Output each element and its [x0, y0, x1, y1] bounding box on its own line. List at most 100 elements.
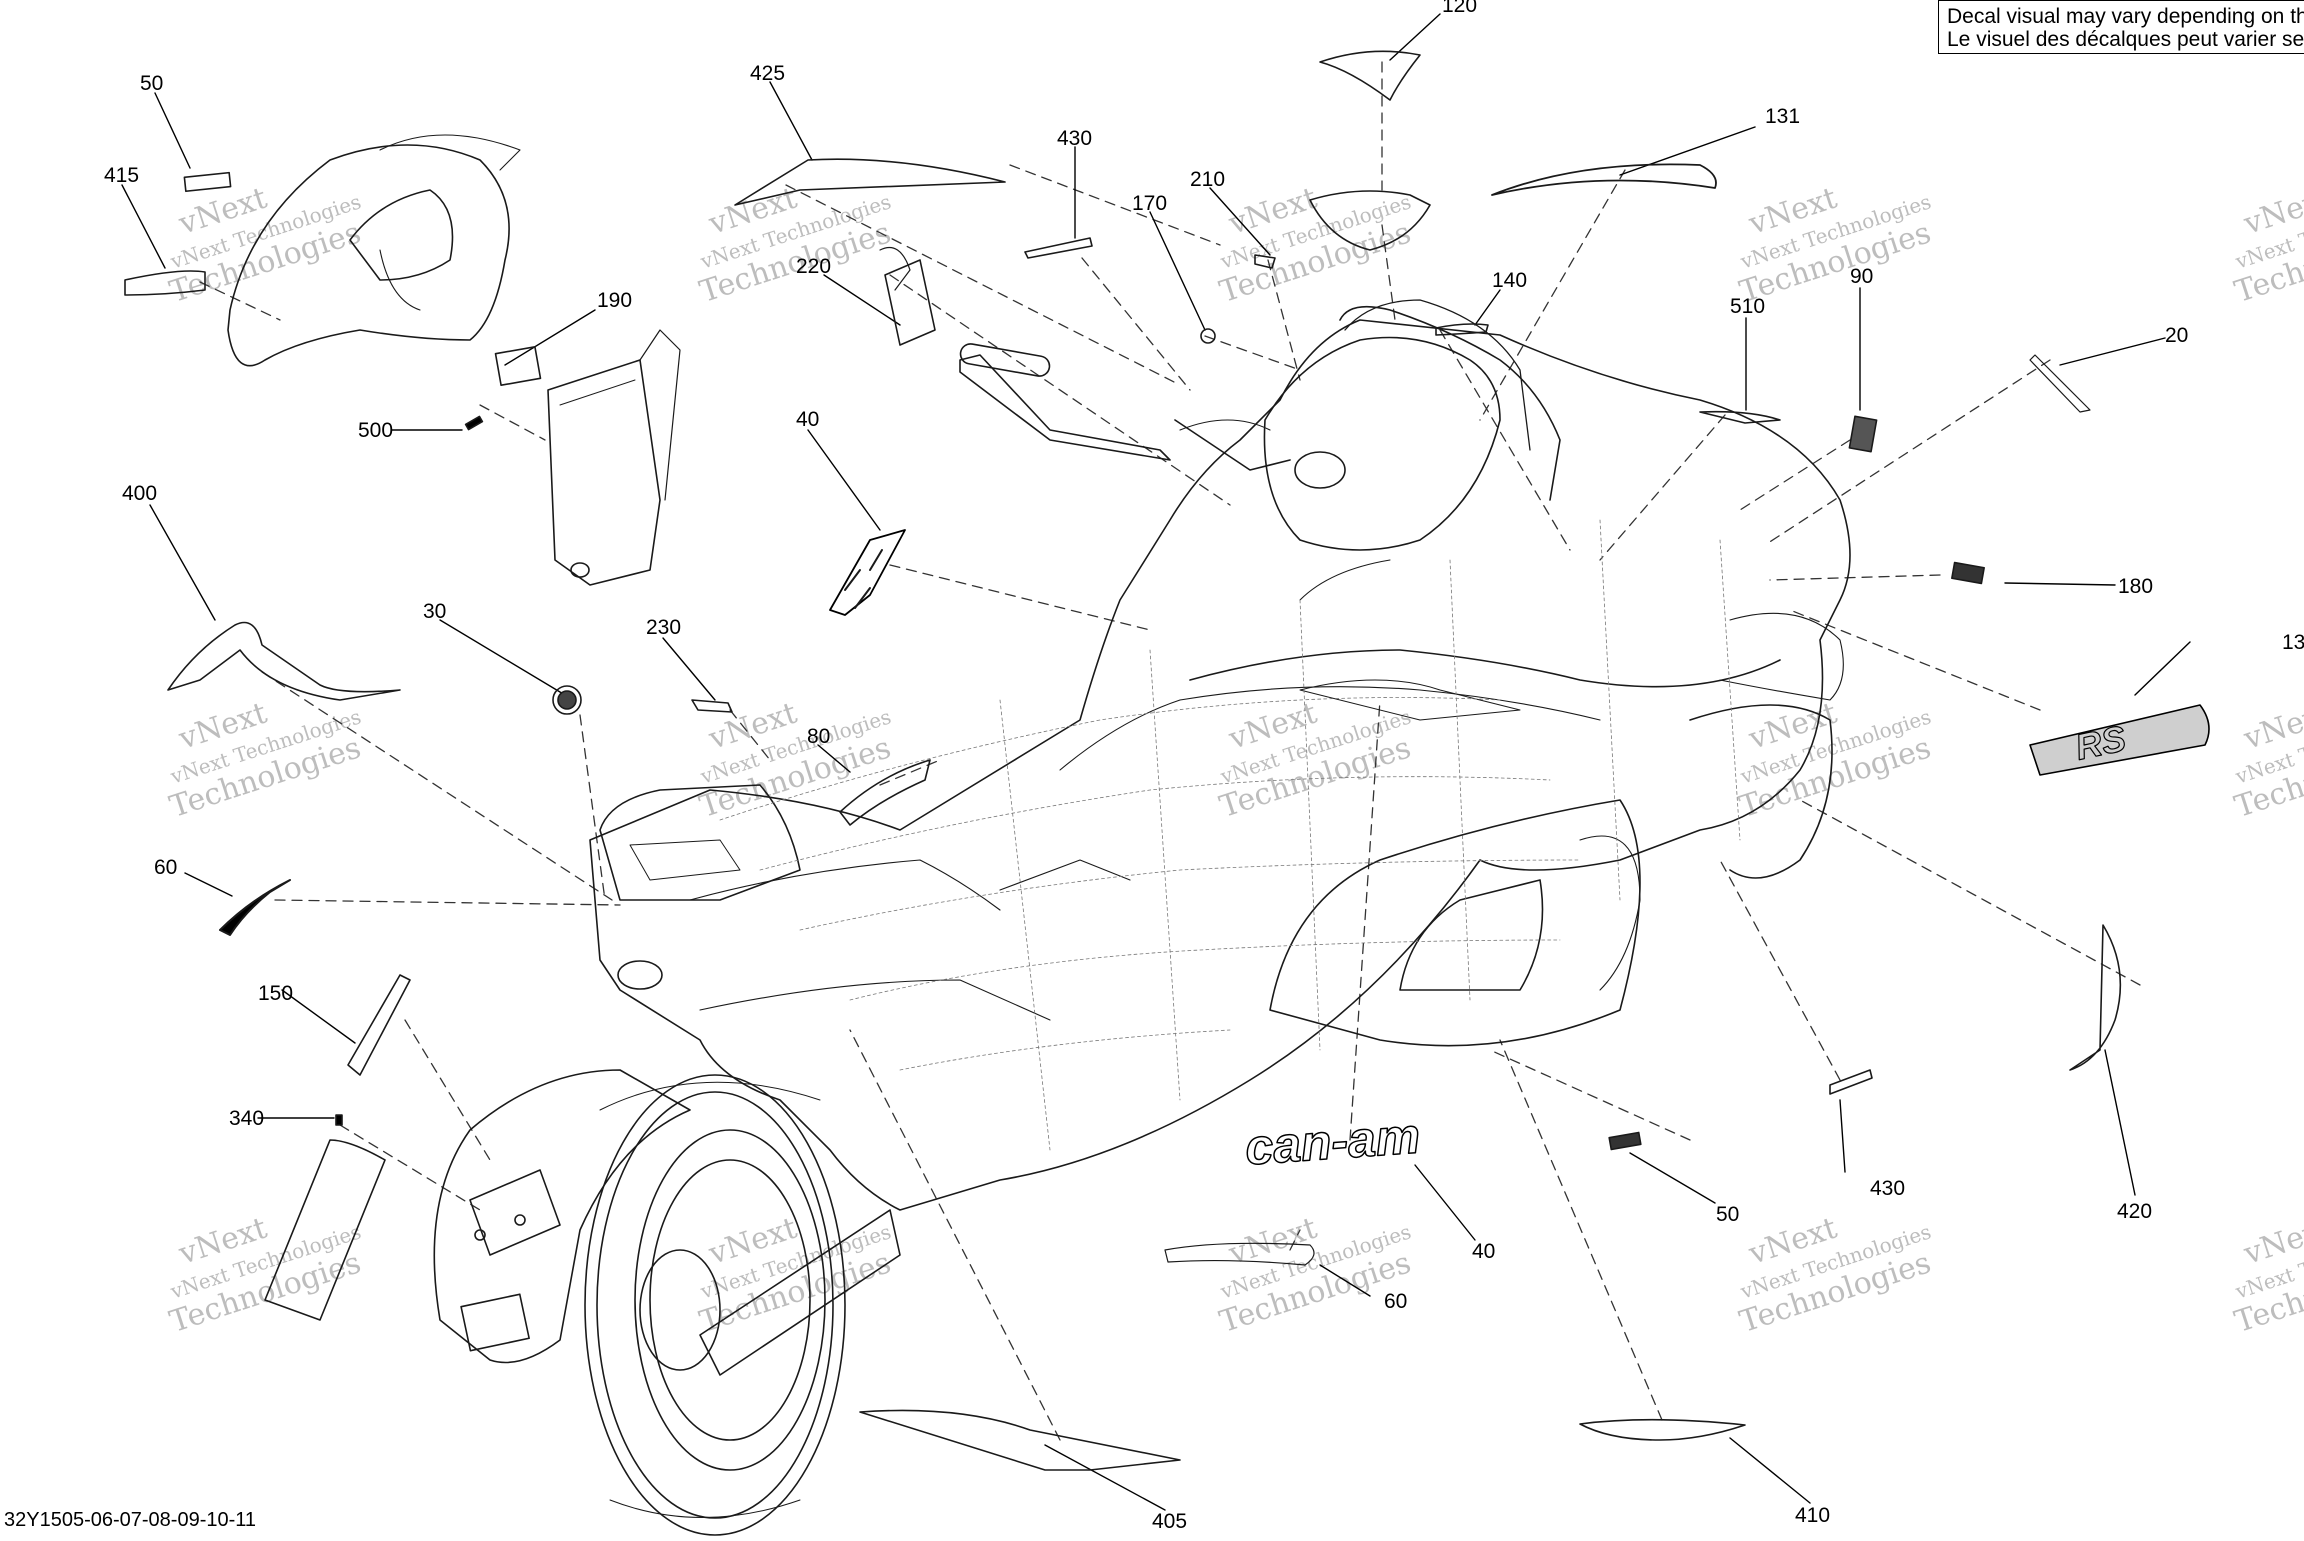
- callout-131: 131: [1765, 105, 1800, 128]
- decal-180: [1951, 561, 1985, 585]
- decal-40-can-am-logo: can-am: [1243, 1107, 1423, 1177]
- decal-80: [839, 759, 931, 826]
- callout-170: 170: [1132, 192, 1167, 215]
- callout-leader-lines: [121, 13, 2191, 1511]
- decal-230: [691, 699, 733, 713]
- left-fairing-part: [227, 134, 521, 367]
- drawing-code: 32Y1505-06-07-08-09-10-11: [4, 1509, 257, 1531]
- callout-20: 20: [2165, 324, 2188, 347]
- callout-40-top: 40: [796, 408, 819, 431]
- callout-420: 420: [2117, 1200, 2152, 1223]
- decal-130-badge: RS: [2029, 704, 2210, 776]
- callout-340: 340: [229, 1107, 264, 1130]
- decal-405: [859, 1409, 1181, 1471]
- tag-220: [879, 246, 936, 346]
- decal-410: [1579, 1418, 1746, 1441]
- part-170: [1200, 328, 1216, 344]
- dashed-assembly-lines: [199, 61, 2141, 1441]
- vehicle-assembly: [433, 299, 1851, 1536]
- callout-405: 405: [1152, 1510, 1187, 1533]
- watermark-top-mid: vNext vNext Technologies Technologies: [1215, 181, 1415, 310]
- callout-425: 425: [750, 62, 785, 85]
- handlebar: [959, 343, 1291, 471]
- watermark-mid-far-right: vNext vNext Technologies Technologies: [2230, 696, 2304, 825]
- decal-variation-notice: Decal visual may vary depending on the L…: [1938, 0, 2304, 54]
- callout-430-top: 430: [1057, 127, 1092, 150]
- callout-210: 210: [1190, 168, 1225, 191]
- decal-120: [1319, 50, 1421, 101]
- decal-340: [335, 1114, 343, 1126]
- watermark-top-center: vNext vNext Technologies Technologies: [695, 181, 895, 310]
- watermark-low-left: vNext vNext Technologies Technologies: [165, 1211, 365, 1340]
- can-am-logo-text: can-am: [1243, 1107, 1422, 1175]
- decal-50-top: [183, 171, 232, 193]
- notice-line-english: Decal visual may vary depending on the: [1947, 5, 2304, 28]
- watermark-low-mid: vNext vNext Technologies Technologies: [1215, 1211, 1415, 1340]
- callout-220: 220: [796, 255, 831, 278]
- callout-60-bottom: 60: [1384, 1290, 1407, 1313]
- watermark-group: vNext vNext Technologies Technologies vN…: [165, 181, 2304, 1340]
- decal-510: [1699, 410, 1781, 424]
- main-body: [589, 299, 1851, 1211]
- wireframe-mesh: [719, 519, 1741, 1151]
- callout-400: 400: [122, 482, 157, 505]
- callout-150: 150: [258, 982, 293, 1005]
- callout-50-bottom: 50: [1716, 1203, 1739, 1226]
- callout-90: 90: [1850, 265, 1873, 288]
- rear-fender: [433, 1069, 691, 1364]
- decal-400: [167, 621, 401, 701]
- watermark-mid-mid: vNext vNext Technologies Technologies: [1215, 696, 1415, 825]
- callout-180: 180: [2118, 575, 2153, 598]
- callout-230: 230: [646, 616, 681, 639]
- decal-50-bottom: [1608, 1131, 1642, 1151]
- decal-430-top: [1024, 237, 1093, 259]
- decal-40-rs-vertical: [829, 529, 906, 616]
- callout-40-bottom: 40: [1472, 1240, 1495, 1263]
- decal-20: [2029, 354, 2091, 413]
- watermark-top-far-right: vNext vNext Technologies Technologies: [2230, 181, 2304, 310]
- decal-430-bottom: [1829, 1069, 1873, 1095]
- callout-130: 130: [2282, 631, 2304, 654]
- rear-wheel: [584, 1074, 846, 1536]
- callout-415: 415: [104, 164, 139, 187]
- decal-415: [124, 270, 206, 296]
- decal-425: [734, 158, 1006, 206]
- callout-labels: 120 50 425 415 430 170 210 131 220 190 1…: [104, 0, 2304, 1533]
- callout-80: 80: [807, 725, 830, 748]
- notice-line-french: Le visuel des décalques peut varier selo…: [1947, 28, 2304, 51]
- decal-150: [347, 974, 411, 1076]
- callout-140: 140: [1492, 269, 1527, 292]
- decal-90: [1848, 415, 1878, 453]
- decal-420: [2069, 924, 2122, 1071]
- decal-60-script: [1164, 1242, 1315, 1266]
- callout-410: 410: [1795, 1504, 1830, 1527]
- decal-190: [494, 345, 542, 387]
- callout-120: 120: [1442, 0, 1477, 17]
- decal-131: [1491, 163, 1717, 196]
- parts-and-decals: RS can-am: [124, 50, 2210, 1471]
- watermark-mid-left: vNext vNext Technologies Technologies: [165, 696, 365, 825]
- watermark-top-left: vNext vNext Technologies Technologies: [165, 181, 365, 310]
- watermark-low-right: vNext vNext Technologies Technologies: [1735, 1211, 1935, 1340]
- gauge-30: [552, 685, 582, 715]
- decal-60-left: [219, 879, 291, 936]
- callout-500: 500: [358, 419, 393, 442]
- callout-510: 510: [1730, 295, 1765, 318]
- watermark-mid-right: vNext vNext Technologies Technologies: [1735, 696, 1935, 825]
- callout-30: 30: [423, 600, 446, 623]
- reservoir-part: [547, 329, 681, 586]
- watermark-low-far-right: vNext vNext Technologies Technologies: [2230, 1211, 2304, 1340]
- watermark-top-right: vNext vNext Technologies Technologies: [1735, 181, 1935, 310]
- callout-190: 190: [597, 289, 632, 312]
- callout-430-bottom: 430: [1870, 1177, 1905, 1200]
- card-340: [264, 1139, 386, 1321]
- callout-50-top: 50: [140, 72, 163, 95]
- callout-60-left: 60: [154, 856, 177, 879]
- swing-arm: [699, 1209, 901, 1376]
- decal-140: [1435, 323, 1489, 336]
- front-fairing-piece: [1309, 190, 1431, 251]
- decal-210: [1254, 254, 1276, 269]
- decal-500: [464, 415, 484, 431]
